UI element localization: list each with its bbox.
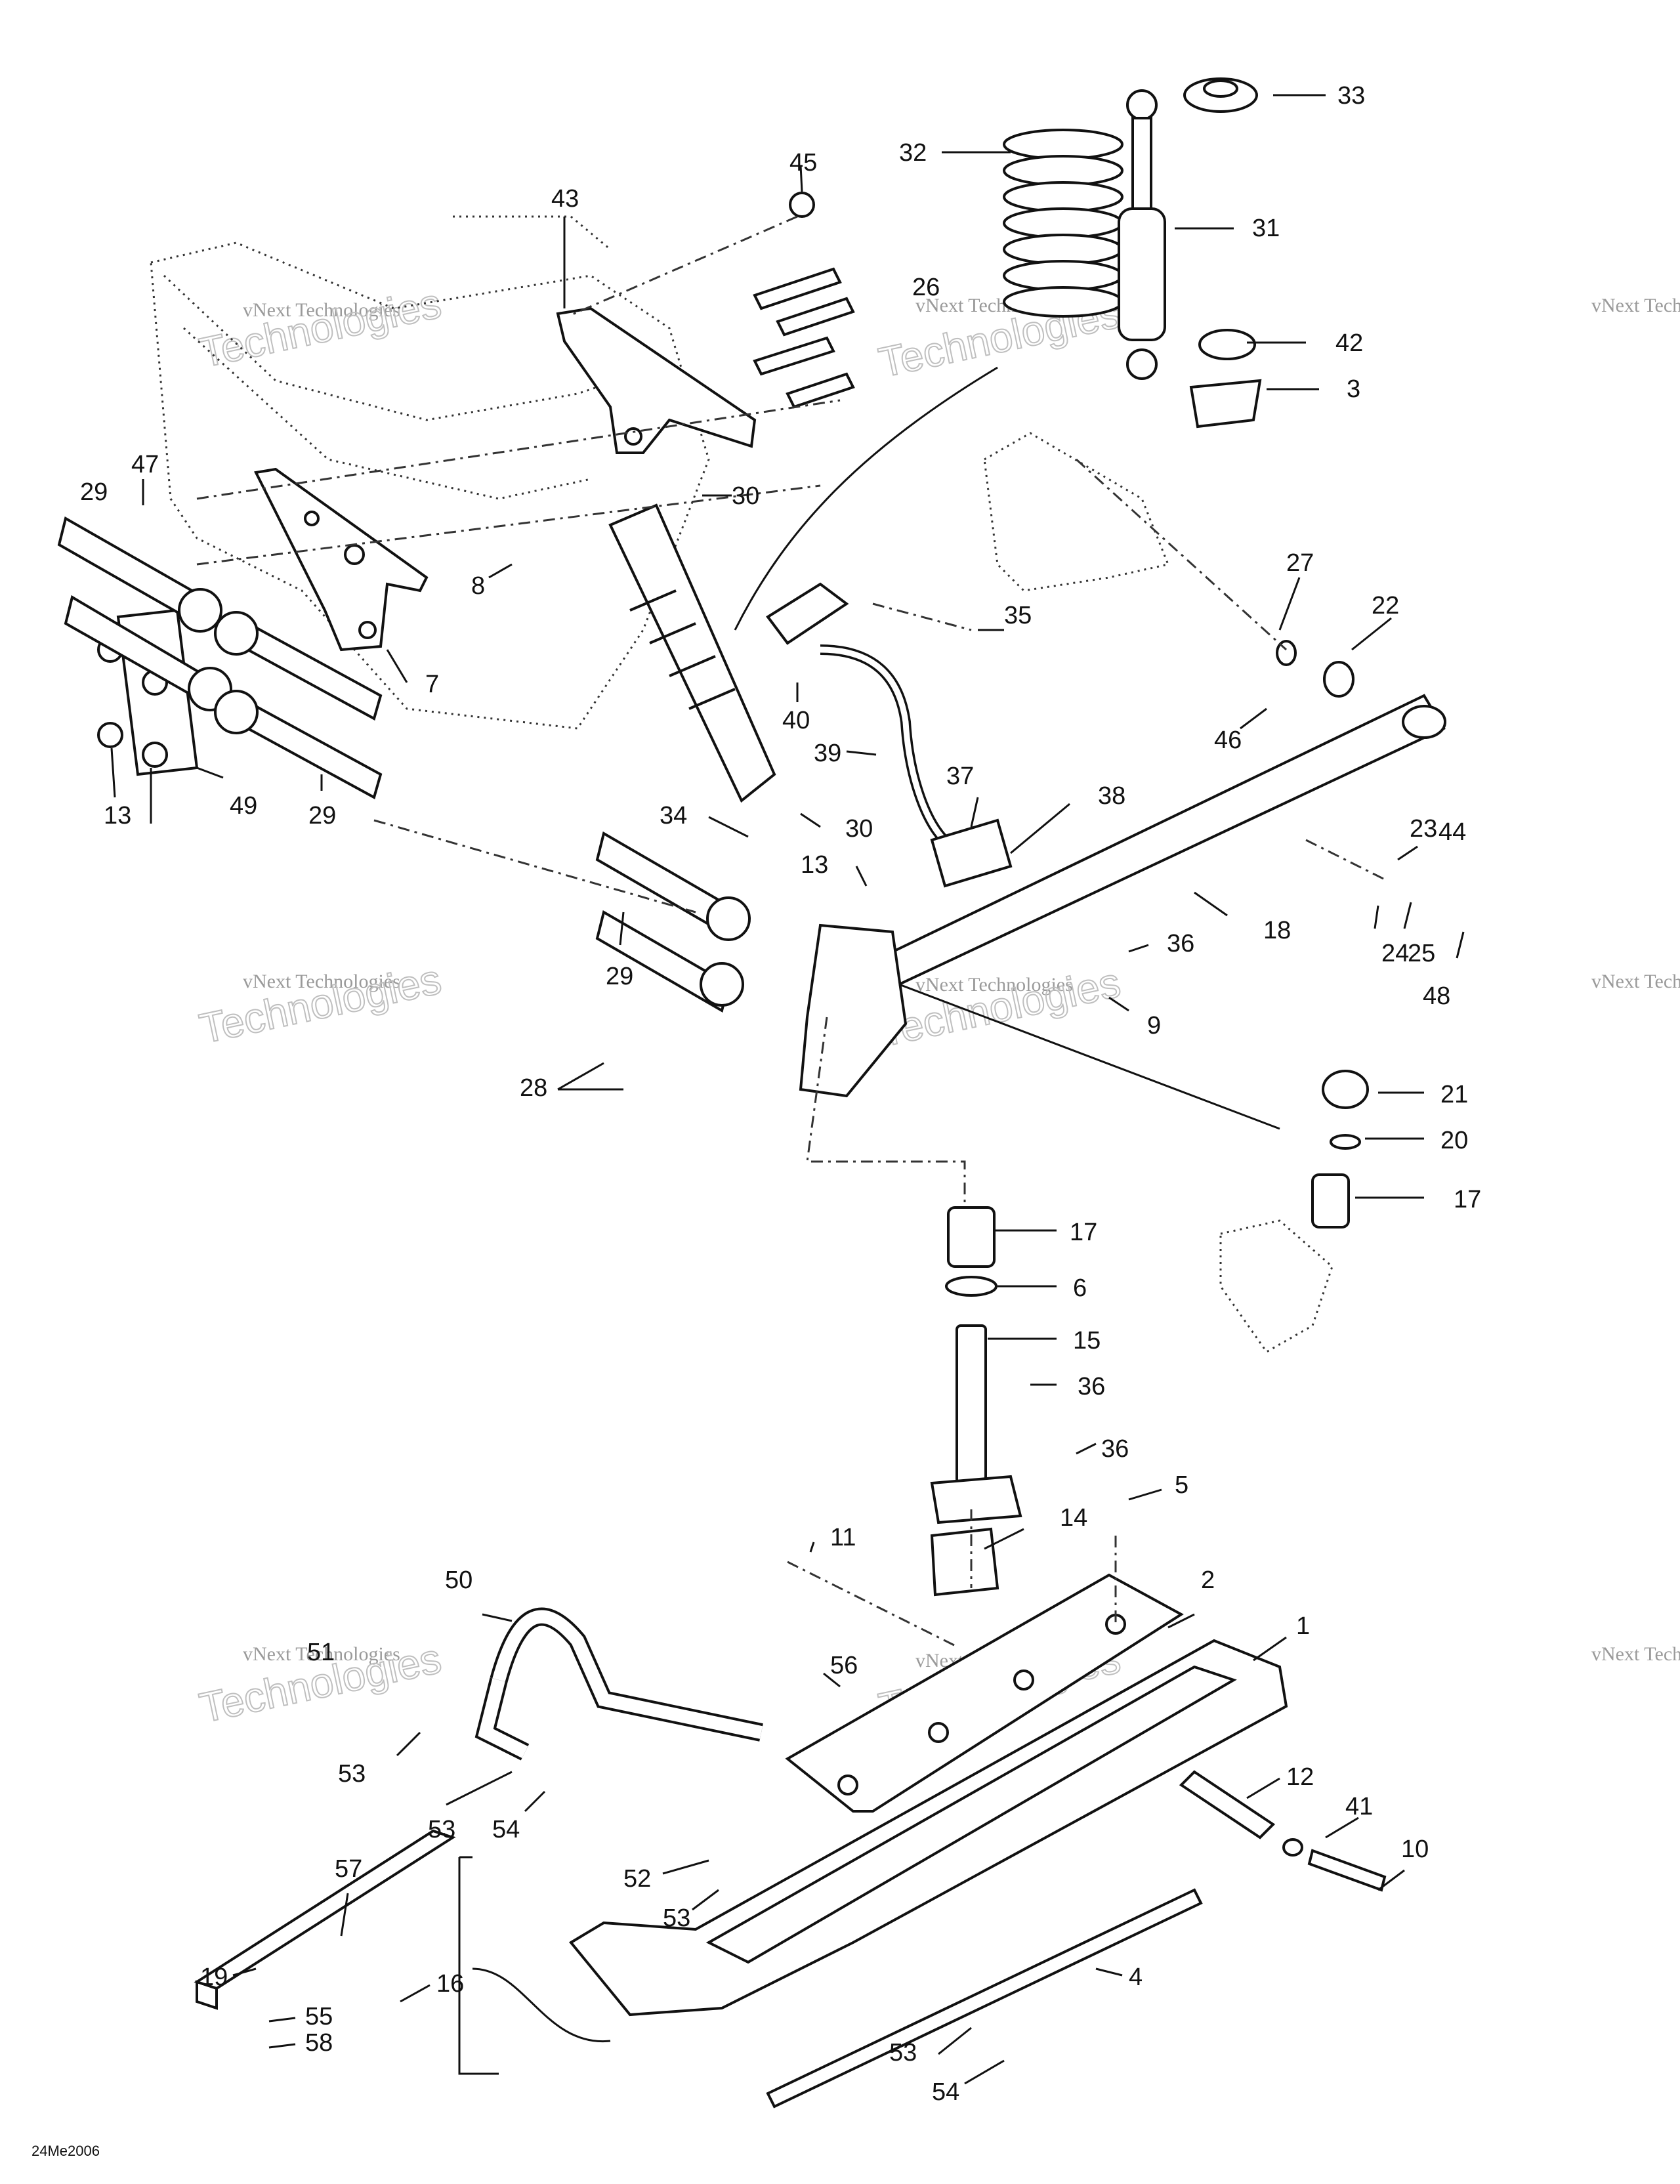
spring <box>1003 129 1124 318</box>
label-33: 33 <box>1337 82 1365 110</box>
ski-handle <box>474 1607 763 1761</box>
label-14: 14 <box>1060 1504 1087 1532</box>
label-53: 53 <box>338 1760 366 1788</box>
label-56: 56 <box>830 1652 858 1679</box>
label-39: 39 <box>814 740 841 767</box>
label-15: 15 <box>1073 1327 1101 1354</box>
label-20: 20 <box>1440 1127 1468 1154</box>
label-50: 50 <box>445 1566 472 1594</box>
watermark-small: vNext Technologies <box>1591 1643 1680 1665</box>
watermark-small: vNext Technologies <box>243 299 400 321</box>
label-36c: 36 <box>1101 1435 1129 1463</box>
label-36b: 36 <box>1078 1373 1105 1400</box>
label-17: 17 <box>1454 1186 1481 1213</box>
label-13: 13 <box>104 802 131 830</box>
label-53d: 53 <box>889 2039 917 2067</box>
label-24: 24 <box>1381 940 1409 967</box>
watermark-large: Technologies <box>196 956 445 1053</box>
drawing-code: 24Me2006 <box>32 2143 100 2159</box>
leader-lines <box>110 94 1465 2085</box>
label-36: 36 <box>1167 930 1194 957</box>
label-35: 35 <box>1004 602 1032 629</box>
label-6: 6 <box>1073 1274 1087 1302</box>
label-46: 46 <box>1214 726 1242 754</box>
label-53b: 53 <box>428 1816 455 1843</box>
label-25: 25 <box>1408 940 1435 967</box>
label-21: 21 <box>1440 1081 1468 1108</box>
label-53c: 53 <box>663 1904 690 1932</box>
label-13b: 13 <box>801 851 828 879</box>
label-3: 3 <box>1347 375 1360 403</box>
steering-boot <box>608 503 776 803</box>
label-19: 19 <box>200 1964 228 1991</box>
label-44: 44 <box>1438 818 1466 846</box>
label-23: 23 <box>1410 815 1437 843</box>
label-29: 29 <box>80 478 108 506</box>
label-4: 4 <box>1129 1964 1143 1991</box>
label-45: 45 <box>789 149 817 177</box>
label-41: 41 <box>1345 1793 1373 1820</box>
label-1: 1 <box>1296 1612 1310 1640</box>
a-arm <box>799 640 1446 1098</box>
ski-bolt-group <box>1179 1770 1387 1892</box>
label-49: 49 <box>230 792 257 820</box>
label-37: 37 <box>946 763 974 790</box>
label-32: 32 <box>899 139 927 167</box>
label-55: 55 <box>305 2003 333 2030</box>
label-47: 47 <box>131 451 159 478</box>
label-18: 18 <box>1263 917 1291 944</box>
watermark-small: vNext Technologies <box>1591 295 1680 316</box>
watermark-small: vNext Technologies <box>243 971 400 992</box>
carbide-runner <box>194 1829 611 2075</box>
label-43: 43 <box>551 185 579 213</box>
label-48: 48 <box>1423 982 1450 1010</box>
label-29b: 29 <box>308 802 336 830</box>
label-38: 38 <box>1098 782 1125 810</box>
sway-bar <box>766 582 1013 888</box>
label-58: 58 <box>305 2029 333 2057</box>
assembly-lines <box>196 215 1385 1648</box>
label-7: 7 <box>425 671 439 698</box>
label-30: 30 <box>732 482 759 510</box>
label-5: 5 <box>1175 1471 1188 1499</box>
label-30b: 30 <box>845 815 873 843</box>
label-2: 2 <box>1201 1566 1215 1594</box>
label-51: 51 <box>307 1639 335 1666</box>
label-54: 54 <box>492 1816 520 1843</box>
bolts-26 <box>753 192 855 409</box>
label-31: 31 <box>1252 215 1280 242</box>
label-8: 8 <box>471 572 485 600</box>
label-29c: 29 <box>606 963 633 990</box>
label-17b: 17 <box>1070 1219 1097 1246</box>
label-22: 22 <box>1372 592 1399 620</box>
chassis-frame <box>150 215 1170 730</box>
watermark-small: vNext Technologies <box>915 974 1073 996</box>
label-26: 26 <box>912 274 940 301</box>
label-10: 10 <box>1401 1836 1429 1863</box>
label-11: 11 <box>830 1524 856 1551</box>
label-57: 57 <box>335 1855 362 1883</box>
label-16: 16 <box>436 1970 464 1998</box>
label-9: 9 <box>1147 1012 1161 1040</box>
upper-bracket <box>556 306 757 454</box>
part-labels: 33 45 32 43 31 26 42 3 47 29 30 27 22 35… <box>80 82 1481 2106</box>
label-40: 40 <box>782 707 810 734</box>
ski-bracket <box>785 1573 1184 1813</box>
spring-seats <box>1183 77 1262 429</box>
label-28: 28 <box>520 1074 547 1102</box>
label-52: 52 <box>623 1865 651 1893</box>
label-34: 34 <box>660 802 687 830</box>
spindle-parts <box>930 1070 1369 1597</box>
watermark-small: vNext Technologies <box>1591 971 1680 992</box>
watermark-small: vNext Technologies <box>243 1643 400 1665</box>
label-54b: 54 <box>932 2078 959 2106</box>
label-12: 12 <box>1286 1763 1314 1791</box>
shafts-29 <box>57 516 751 1013</box>
shock-absorber <box>1118 89 1166 380</box>
watermark-large: Technologies <box>196 280 445 377</box>
ski <box>568 1639 1288 2109</box>
label-27: 27 <box>1286 549 1314 577</box>
label-42: 42 <box>1335 329 1363 357</box>
